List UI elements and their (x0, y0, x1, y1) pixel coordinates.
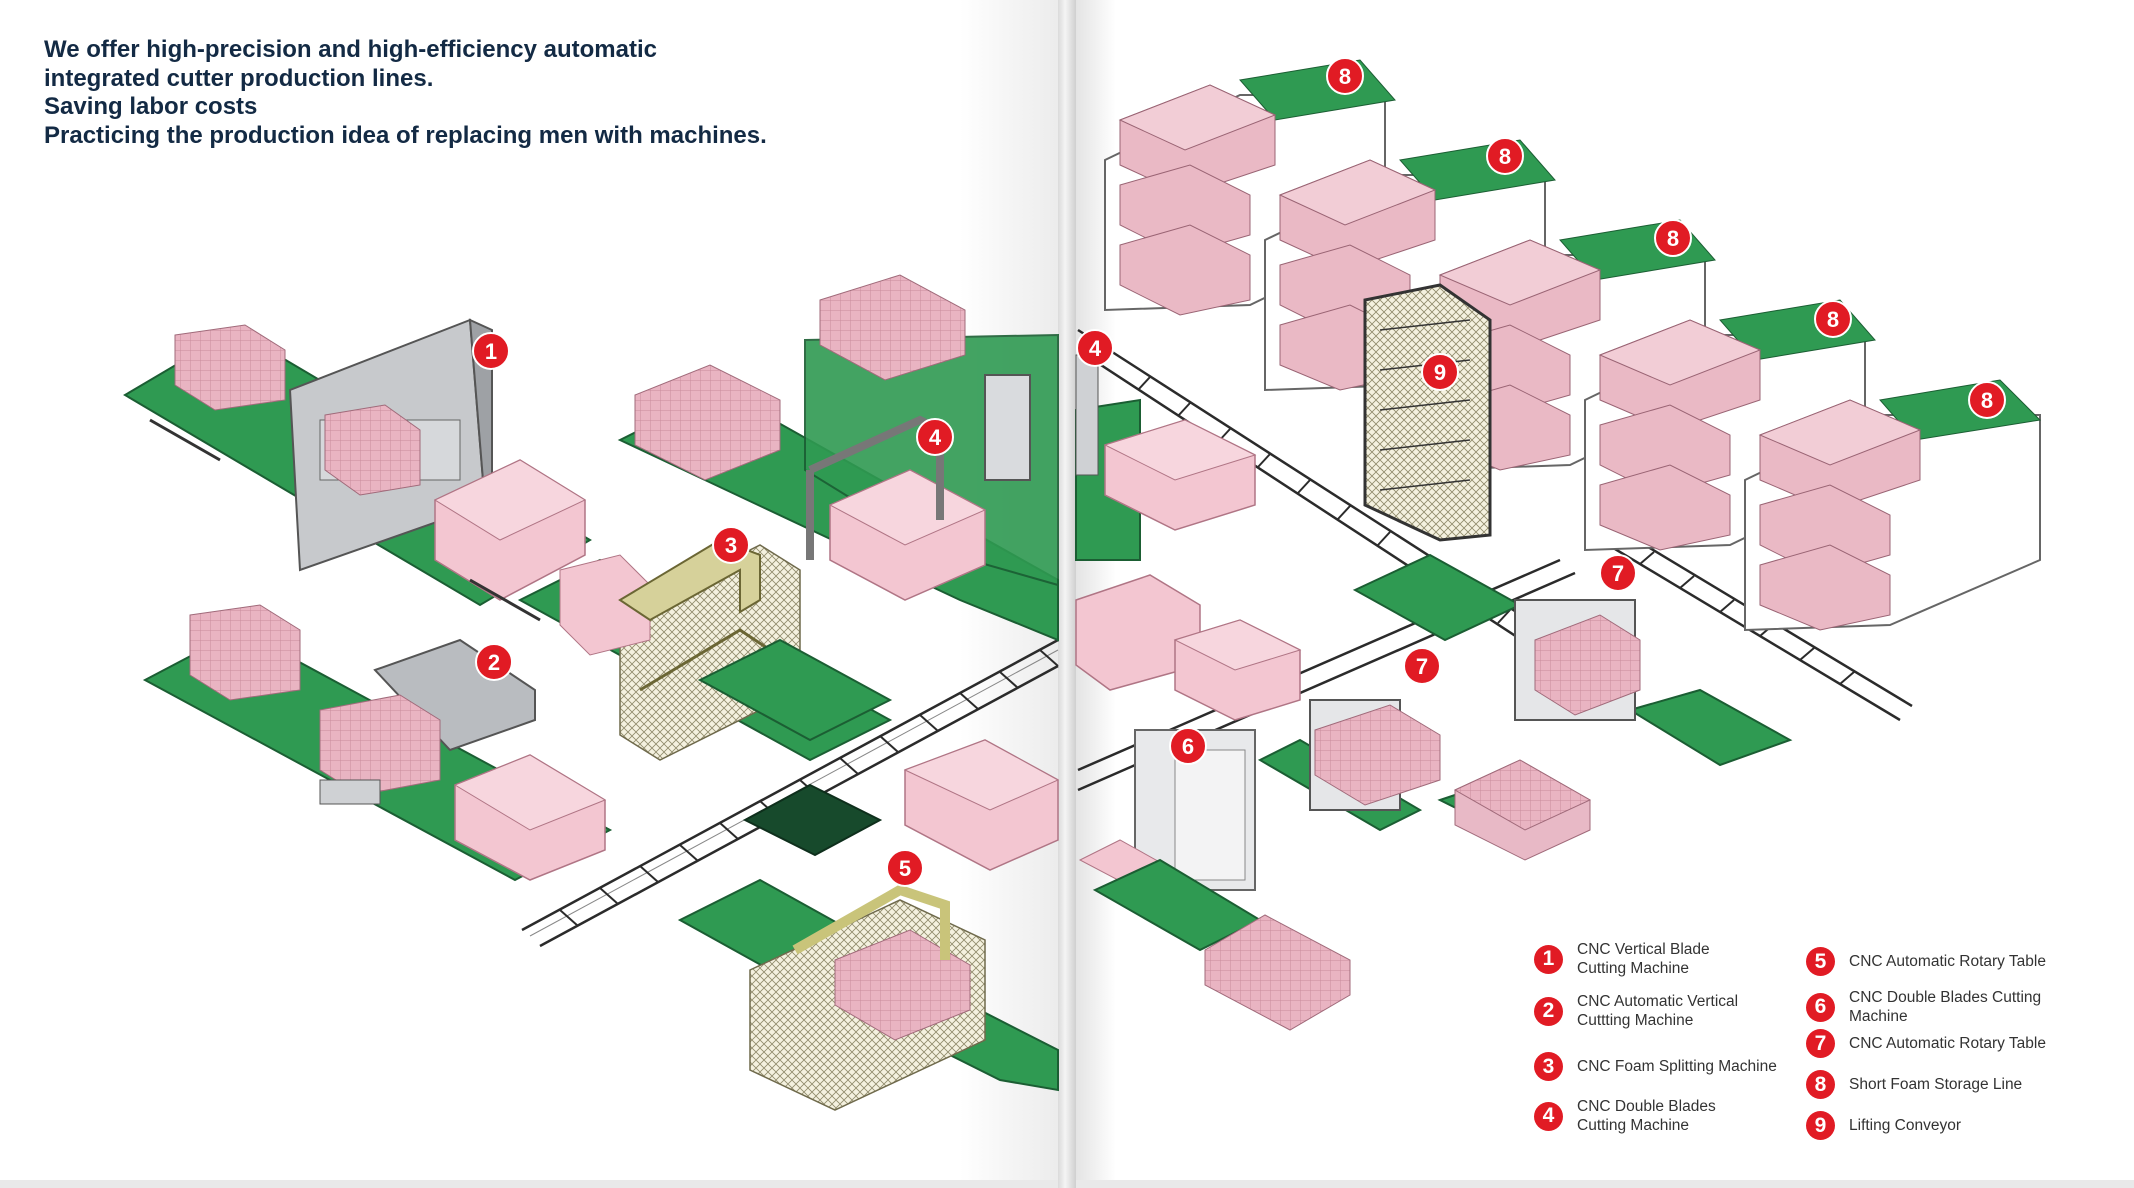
headline-line-3: Saving labor costs (44, 93, 258, 121)
legend-item-7: 7 CNC Automatic Rotary Table (1806, 1029, 2046, 1058)
marker-6: 6 (1169, 727, 1207, 765)
marker-7a: 7 (1403, 647, 1441, 685)
legend-number: 6 (1806, 992, 1835, 1022)
legend-number: 1 (1534, 944, 1563, 974)
lifting-conveyor (1363, 283, 1492, 542)
svg-text:3: 3 (725, 533, 737, 558)
legend-item-4: 4 CNC Double Blades Cutting Machine (1534, 1097, 1716, 1135)
marker-3: 3 (712, 526, 750, 564)
svg-text:8: 8 (1981, 388, 1993, 413)
svg-text:1: 1 (485, 339, 497, 364)
legend-label: CNC Automatic Rotary Table (1849, 1035, 2046, 1052)
marker-8a: 8 (1326, 57, 1364, 95)
legend-item-5: 5 CNC Automatic Rotary Table (1806, 947, 2046, 976)
legend-number: 4 (1534, 1101, 1563, 1131)
legend-item-6: 6 CNC Double Blades Cutting Machine (1806, 988, 2094, 1026)
svg-text:7: 7 (1612, 561, 1624, 586)
svg-text:5: 5 (899, 856, 911, 881)
headline: We offer high-precision and high-efficie… (44, 36, 944, 150)
legend-label: CNC Automatic Rotary Table (1849, 953, 2046, 970)
machine-4-line-left (617, 274, 1059, 642)
machine-5-line (677, 739, 1060, 1111)
legend-label: Lifting Conveyor (1849, 1117, 1962, 1134)
marker-7b: 7 (1599, 554, 1637, 592)
legend-label: Short Foam Storage Line (1849, 1076, 2023, 1093)
marker-9: 9 (1421, 353, 1459, 391)
machine-1-line (123, 318, 592, 622)
marker-8b: 8 (1486, 137, 1524, 175)
marker-1: 1 (472, 332, 510, 370)
legend-label: CNC Automatic Vertical Cuttting Machine (1577, 993, 1739, 1029)
marker-2: 2 (475, 643, 513, 681)
marker-8e: 8 (1968, 381, 2006, 419)
machine-3-line (517, 538, 893, 762)
legend-label: CNC Double Blades Cutting Machine (1849, 989, 2042, 1025)
legend-label: CNC Double Blades Cutting Machine (1577, 1098, 1716, 1134)
marker-4-left: 4 (916, 418, 954, 456)
legend-number: 3 (1534, 1052, 1563, 1081)
marker-5: 5 (886, 849, 924, 887)
marker-8c: 8 (1654, 219, 1692, 257)
svg-text:6: 6 (1182, 734, 1194, 759)
headline-line-4: Practicing the production idea of replac… (44, 121, 767, 149)
headline-line-2: integrated cutter production lines. (44, 64, 434, 92)
svg-text:7: 7 (1416, 654, 1428, 679)
legend-number: 2 (1534, 996, 1563, 1026)
legend-item-9: 9 Lifting Conveyor (1806, 1111, 1961, 1140)
headline-line-1: We offer high-precision and high-efficie… (44, 36, 657, 63)
machine-2-line (142, 604, 613, 882)
machine-4-line-right (1075, 354, 1257, 561)
legend-item-1: 1 CNC Vertical Blade Cutting Machine (1534, 940, 1710, 978)
svg-text:8: 8 (1499, 144, 1511, 169)
machine-7-line (1309, 599, 1641, 861)
legend-label: CNC Vertical Blade Cutting Machine (1577, 941, 1710, 977)
legend-item-3: 3 CNC Foam Splitting Machine (1534, 1052, 1777, 1081)
legend-number: 5 (1806, 947, 1835, 976)
legend-item-2: 2 CNC Automatic Vertical Cuttting Machin… (1534, 992, 1738, 1030)
svg-text:4: 4 (1089, 336, 1102, 361)
svg-text:8: 8 (1667, 226, 1679, 251)
legend-number: 8 (1806, 1070, 1835, 1099)
svg-text:8: 8 (1827, 307, 1839, 332)
storage-rack-2 (1264, 139, 1556, 392)
storage-rack-5 (1744, 379, 2042, 632)
machine-legend: 1 CNC Vertical Blade Cutting Machine 2 C… (1534, 940, 2094, 1140)
svg-text:2: 2 (488, 650, 500, 675)
book-gutter (1058, 0, 1076, 1188)
marker-4-right: 4 (1076, 329, 1114, 367)
legend-number: 7 (1806, 1029, 1835, 1058)
legend-item-8: 8 Short Foam Storage Line (1806, 1070, 2022, 1099)
legend-number: 9 (1806, 1111, 1835, 1140)
svg-text:4: 4 (929, 425, 942, 450)
marker-8d: 8 (1814, 300, 1852, 338)
storage-racks (1104, 59, 2042, 632)
legend-label: CNC Foam Splitting Machine (1577, 1058, 1777, 1075)
svg-text:9: 9 (1434, 360, 1446, 385)
svg-text:8: 8 (1339, 64, 1351, 89)
